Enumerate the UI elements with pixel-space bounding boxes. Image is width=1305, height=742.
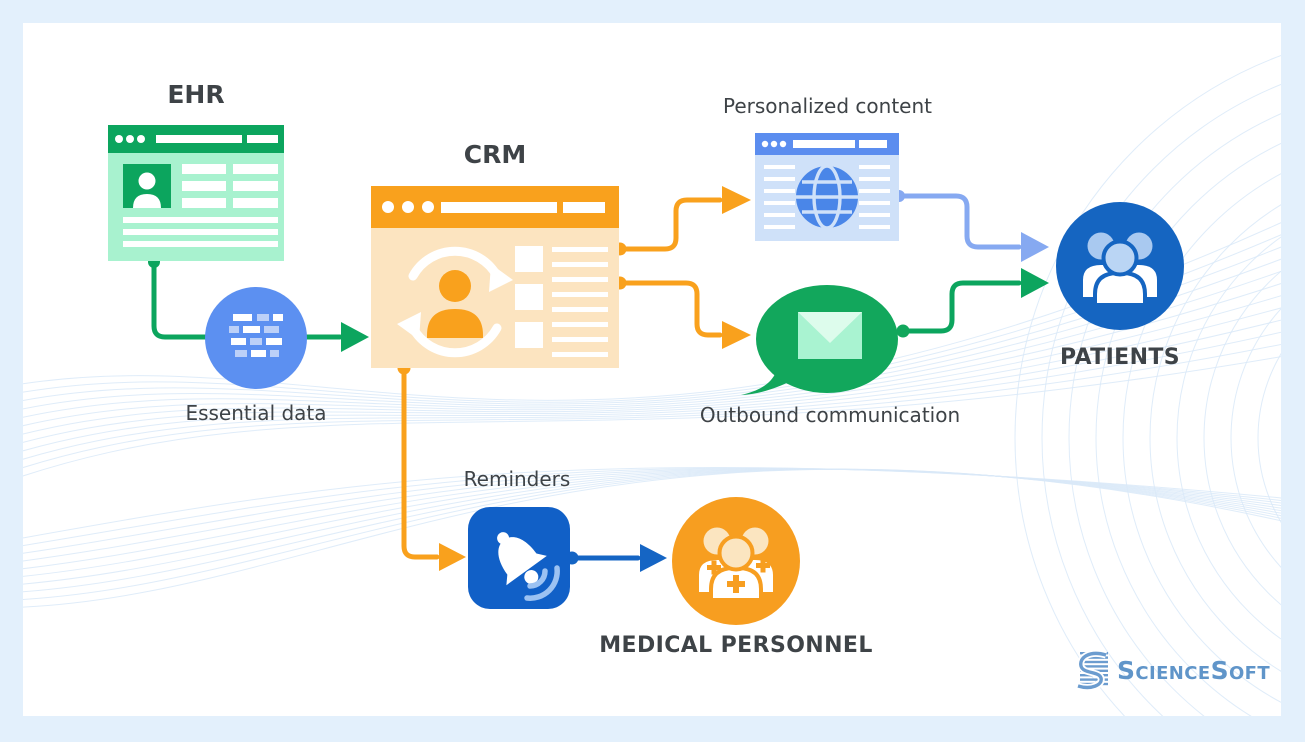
- outbound-communication-label: Outbound communication: [699, 403, 961, 427]
- node-essential-data: [205, 287, 307, 393]
- patient-record-photo-icon: [123, 164, 171, 208]
- patients-label: PATIENTS: [1059, 345, 1181, 370]
- ehr-label: EHR: [167, 80, 225, 109]
- medical-cross-icons: [707, 558, 770, 575]
- envelope-icon: [798, 312, 862, 359]
- data-records-icon: [205, 287, 307, 389]
- personalized-content-label: Personalized content: [722, 94, 932, 118]
- message-bubble-envelope-icon: [741, 285, 898, 395]
- sciencesoft-logo-icon: [1076, 650, 1108, 690]
- customer-sync-icon: [397, 246, 513, 358]
- ehr-browser-window-icon: [108, 125, 284, 261]
- front-medical-cross-icon: [727, 575, 745, 593]
- medical-personnel-label: MEDICAL PERSONNEL: [599, 633, 873, 658]
- reminders-label: Reminders: [463, 467, 571, 491]
- sciencesoft-logo-text: ScienceSoft: [1117, 655, 1271, 685]
- node-personalized-content: [755, 133, 899, 245]
- sciencesoft-logo: ScienceSoft: [1076, 650, 1270, 690]
- node-reminders: [468, 507, 570, 613]
- crm-browser-window-icon: [371, 186, 619, 368]
- medical-group-icon: [672, 497, 800, 625]
- node-patients: [1056, 202, 1184, 334]
- patients-group-icon: [1056, 202, 1184, 330]
- website-globe-icon: [755, 133, 899, 241]
- notification-bell-icon: [468, 507, 570, 609]
- essential-data-label: Essential data: [185, 401, 327, 425]
- node-crm: [371, 186, 619, 372]
- node-ehr: [108, 125, 284, 265]
- node-medical-personnel: [672, 497, 800, 629]
- node-outbound-communication: [737, 282, 905, 404]
- wave-lines-background: [23, 55, 1281, 716]
- crm-label: CRM: [463, 140, 527, 169]
- globe-icon: [796, 164, 858, 230]
